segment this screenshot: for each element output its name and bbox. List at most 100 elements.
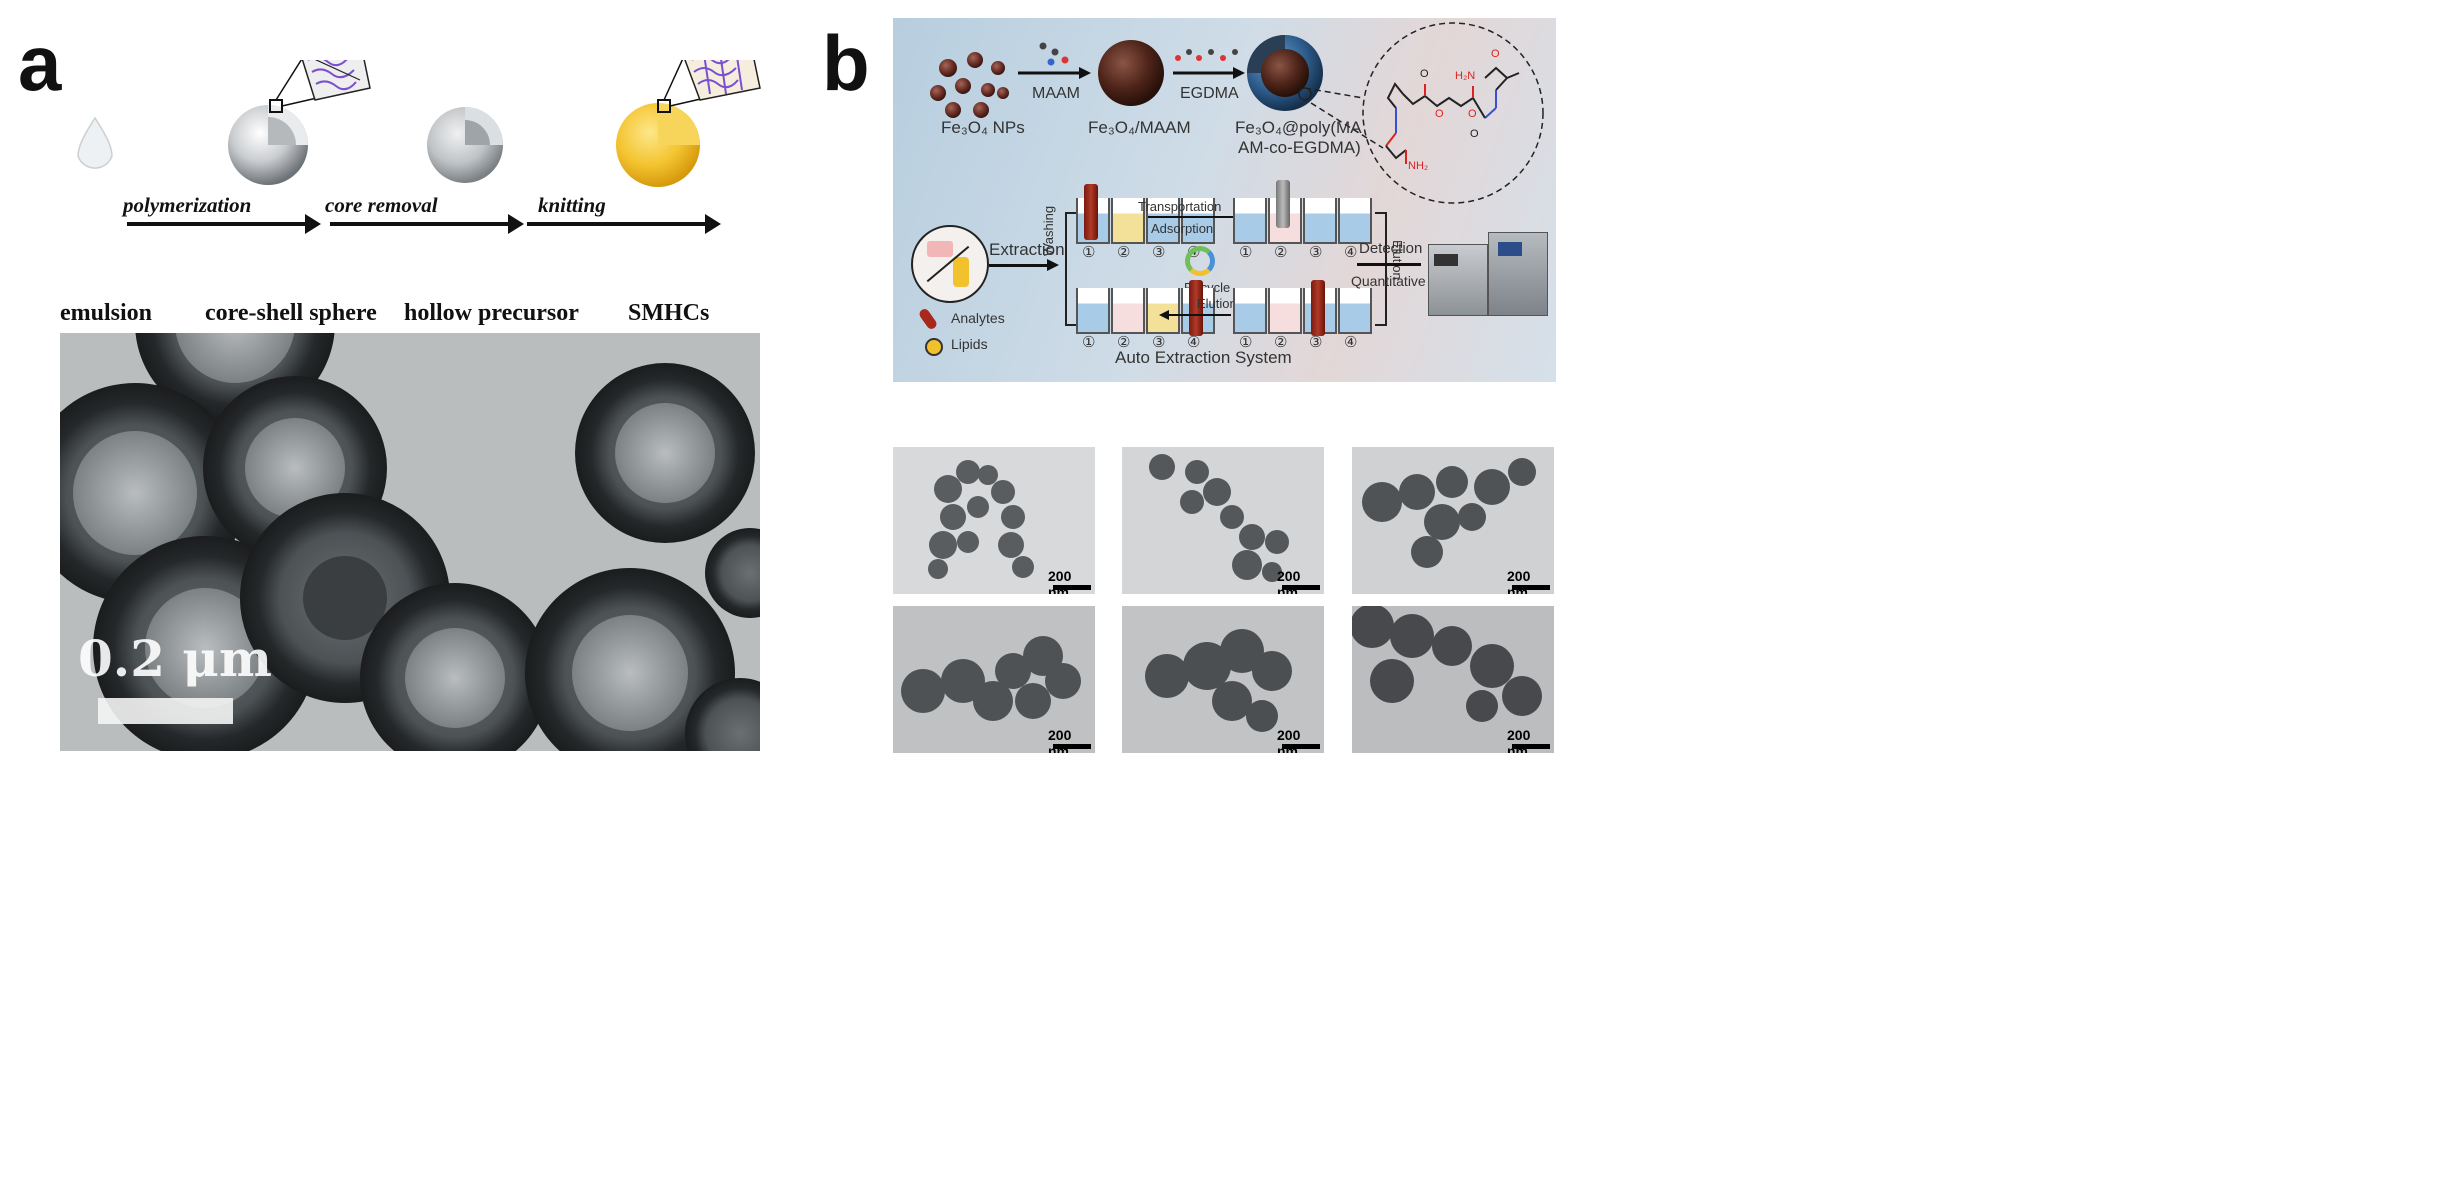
tem-5-scale-label: 200 nm <box>1277 727 1301 753</box>
well-num-tl-2: ② <box>1117 244 1131 261</box>
beaker-top-7 <box>1303 198 1337 244</box>
label-quantitative: Quantitative <box>1351 273 1426 289</box>
panel-b-tem-1: 200 nm <box>893 447 1095 594</box>
fe3o4-poly-ball-icon <box>1247 35 1323 111</box>
well-num-tl-3: ③ <box>1152 244 1166 261</box>
magnetic-rod-bottom-left <box>1189 280 1203 336</box>
label-fe3o4-poly-line1: Fe₃O₄@poly(MA <box>1235 118 1362 137</box>
magnetic-rod-top-left <box>1084 184 1098 240</box>
fe3o4-nanoparticles-icon <box>930 52 1009 118</box>
beaker-top-2 <box>1111 198 1145 244</box>
beaker-top-5 <box>1233 198 1267 244</box>
tem-1-scale-label: 200 nm <box>1048 568 1072 594</box>
tem-3-scale-label: 200 nm <box>1507 568 1531 594</box>
panel-b-tem-4: 200 nm <box>893 606 1095 753</box>
panel-b-tem-3: 200 nm <box>1352 447 1554 594</box>
beaker-bot-2 <box>1111 288 1145 334</box>
tem-4-scale-label: 200 nm <box>1048 727 1072 753</box>
magnetic-rod-bottom-right <box>1311 280 1325 336</box>
arrow-knitting <box>527 214 721 234</box>
magnetic-rod-transport <box>1276 180 1290 228</box>
tem-6-scale-label: 200 nm <box>1507 727 1531 753</box>
well-num-br-3: ③ <box>1309 334 1323 351</box>
recycle-icon <box>1185 246 1215 276</box>
fe3o4-maam-ball-icon <box>1098 40 1164 106</box>
legend-lipids: Lipids <box>951 336 988 352</box>
beaker-bot-6 <box>1268 288 1302 334</box>
panel-a-tem-image: 0.2 μm <box>60 333 760 751</box>
step-label-emulsion: emulsion <box>60 300 153 326</box>
arrow-core-removal <box>330 214 524 234</box>
washing-bracket <box>1065 212 1077 326</box>
arrow-label-polymerization: polymerization <box>123 193 252 217</box>
tem-4-particles <box>901 636 1081 721</box>
arrow-transportation <box>1148 216 1238 218</box>
panel-b-letter: b <box>822 19 870 107</box>
well-num-tr-2: ② <box>1274 244 1288 261</box>
step-label-smhcs: SMHCs <box>628 300 710 326</box>
arrow-extraction-head <box>1047 259 1059 271</box>
atom-label-o3: O <box>1435 108 1444 120</box>
beaker-bot-1 <box>1076 288 1110 334</box>
tem-3-scale-bar <box>1512 585 1550 590</box>
panel-b-tem-5: 200 nm <box>1122 606 1324 753</box>
arrow-elution-head <box>1159 310 1169 320</box>
label-detection: Detection <box>1359 240 1423 257</box>
atom-label-o5: O <box>1470 128 1479 140</box>
well-num-bl-3: ③ <box>1152 334 1166 351</box>
beaker-top-4 <box>1181 198 1215 244</box>
step-label-core-shell: core-shell sphere <box>205 300 377 326</box>
sample-icon <box>911 225 989 303</box>
well-num-bl-4: ④ <box>1187 334 1201 351</box>
label-fe3o4-poly-line2: AM-co-EGDMA) <box>1238 138 1361 157</box>
label-transportation: Transportation <box>1138 199 1222 214</box>
well-num-br-1: ① <box>1239 334 1253 351</box>
maam-molecule-icon <box>1039 42 1069 66</box>
crosslinker-molecule-icon <box>1385 66 1520 164</box>
well-num-br-4: ④ <box>1344 334 1358 351</box>
arrow-elution <box>1169 314 1231 316</box>
tem-1-scale-bar <box>1053 585 1091 590</box>
panel-a-scale-label: 0.2 μm <box>78 629 272 688</box>
label-elution-bottom: Elution <box>1197 296 1237 311</box>
tem-6-scale-bar <box>1512 744 1550 749</box>
tem-3-particles <box>1362 458 1536 568</box>
panel-a-scale-bar <box>98 698 233 724</box>
panel-b-tem-6: 200 nm <box>1352 606 1554 753</box>
arrow-extraction <box>989 264 1049 267</box>
beaker-top-8 <box>1338 198 1372 244</box>
label-fe3o4-maam: Fe₃O₄/MAAM <box>1088 118 1191 137</box>
arrow-label-core-removal: core removal <box>325 193 438 217</box>
well-num-tl-1: ① <box>1082 244 1096 261</box>
step-label-hollow-precursor: hollow precursor <box>404 300 579 326</box>
label-washing: Washing <box>1041 205 1056 256</box>
beaker-bot-5 <box>1233 288 1267 334</box>
legend-analytes: Analytes <box>951 310 1005 326</box>
beaker-top-3 <box>1146 198 1180 244</box>
tem-1-particles <box>928 460 1034 579</box>
well-num-tr-1: ① <box>1239 244 1253 261</box>
well-num-bl-1: ① <box>1082 334 1096 351</box>
panel-a-schematic <box>77 60 761 187</box>
arrow-polymerization <box>127 214 321 234</box>
emulsion-drop-icon <box>77 116 113 169</box>
tem-2-scale-label: 200 nm <box>1277 568 1301 594</box>
core-shell-sphere-icon <box>228 60 371 185</box>
panel-b-scheme-graphics <box>930 22 1544 204</box>
arrow-detection <box>1357 263 1421 266</box>
panel-b-scheme: H₂N O O O O O NH₂ Fe₃O₄ NPs Fe₃O₄/MAAM F… <box>893 18 1556 382</box>
label-extraction: Extraction <box>989 240 1065 259</box>
molecule-zoom-circle <box>1362 22 1544 204</box>
hollow-precursor-icon <box>427 107 503 183</box>
atom-label-o4: O <box>1468 108 1477 120</box>
tem-4-scale-bar <box>1053 744 1091 749</box>
smhc-sphere-icon <box>616 60 761 187</box>
lc-ms-instrument-icon <box>1428 232 1548 318</box>
well-num-tr-4: ④ <box>1344 244 1358 261</box>
egdma-molecule-icon <box>1175 49 1238 61</box>
label-fe3o4-nps: Fe₃O₄ NPs <box>941 118 1025 137</box>
panel-a-letter: a <box>18 19 62 107</box>
label-adsorption: Adsorption <box>1151 221 1214 236</box>
lipids-legend-icon <box>925 338 943 356</box>
tem-6-particles <box>1352 606 1542 722</box>
